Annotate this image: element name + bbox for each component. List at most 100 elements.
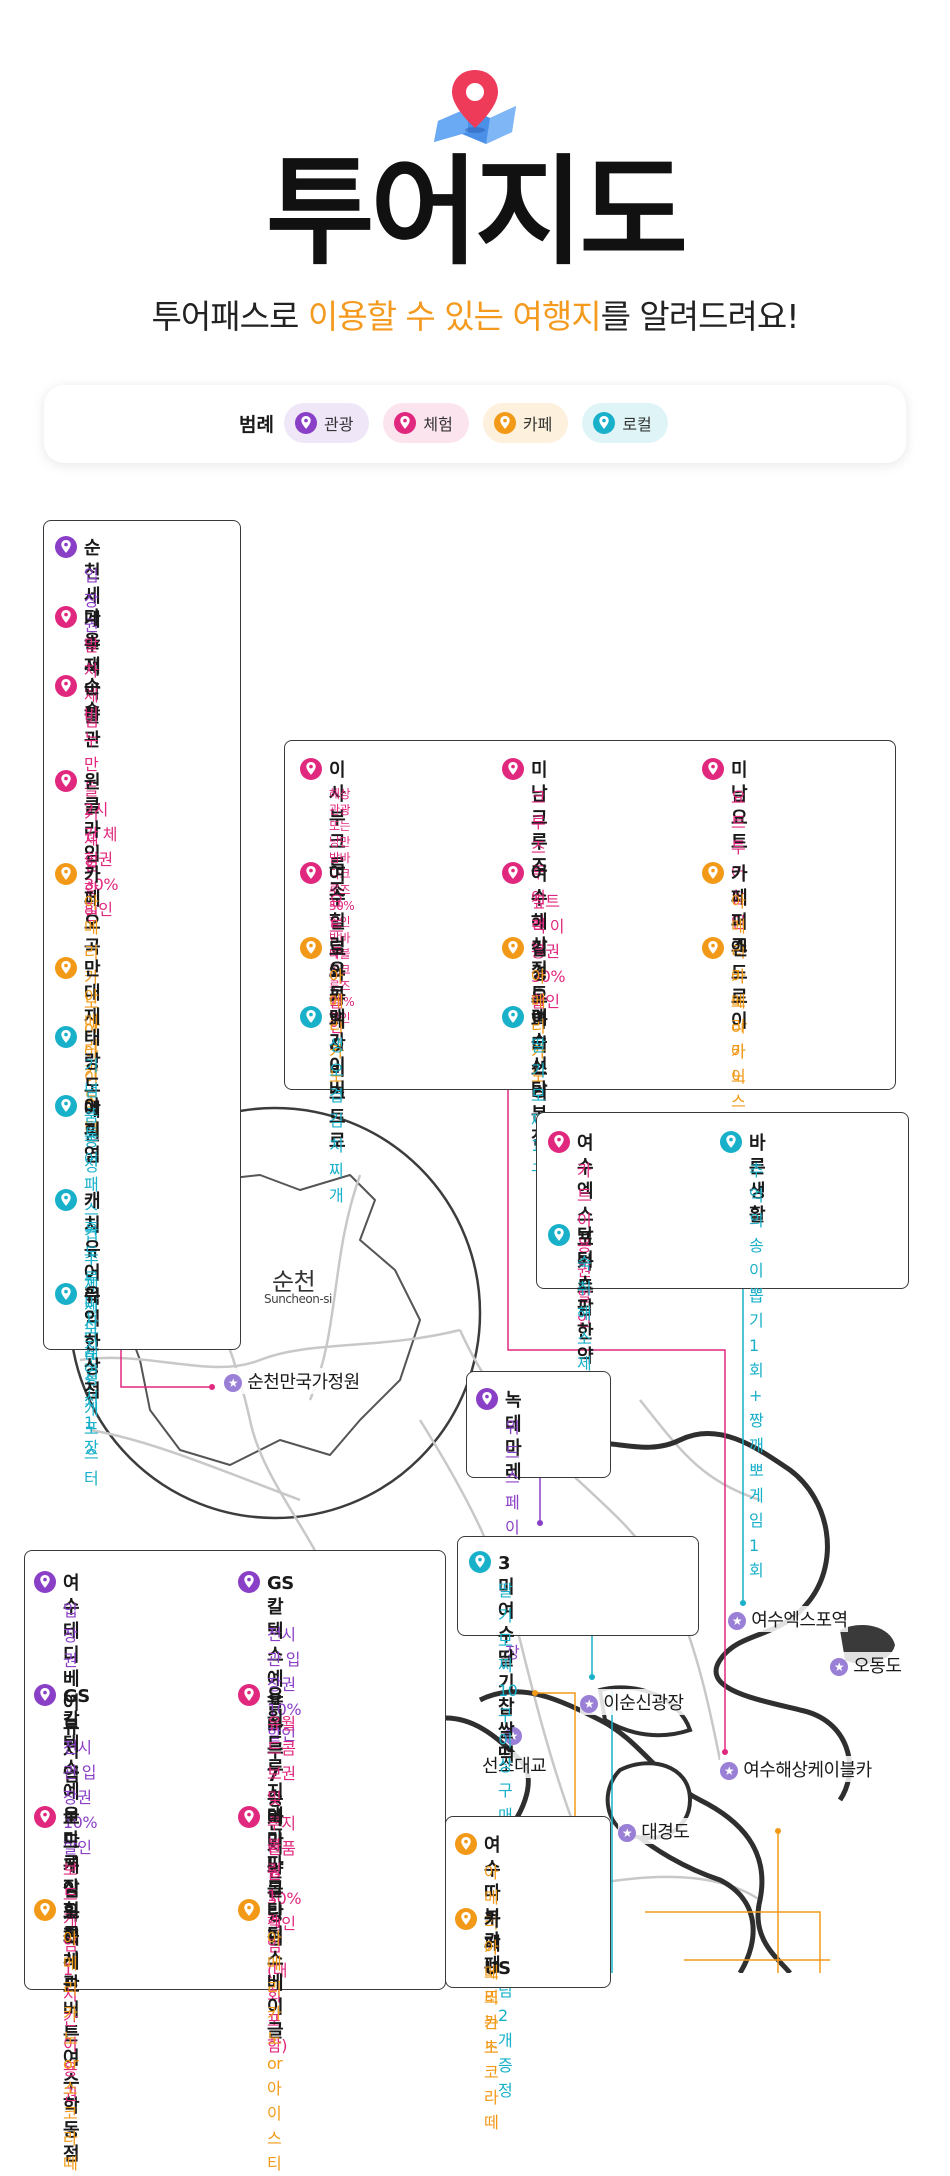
category-pin-icon: [55, 1026, 77, 1048]
place-name: 캐치유어럭: [84, 1191, 101, 1308]
category-pin-icon: [476, 1388, 498, 1410]
place-name: 여수 따부 카페: [484, 1835, 501, 1976]
place-benefit: 해상관광 또는 낭만 밤바다크루즈50% 할인 밤바다불꽃크루즈 15% 할인: [329, 787, 355, 1025]
place-name: 여수 엑스포카트: [577, 1133, 594, 1298]
place-name: GS칼텍스예울마루 7층전시관: [267, 1573, 294, 1882]
place-benefit: 흑두루미 드레싱지 포스터: [84, 1219, 99, 1488]
category-pin-icon: [702, 862, 724, 884]
category-pin-icon: [34, 1684, 56, 1706]
landmark-label: 이순신광장: [603, 1693, 684, 1714]
place-name: 순숍: [84, 677, 101, 722]
city-label-suncheon: 순천: [272, 1268, 316, 1296]
subtitle-highlight: 이용할 수 있는 여행지: [307, 297, 602, 336]
place-name: 김경오파티쓰리: [531, 939, 548, 1104]
place-name: 순천세계수석박물관: [84, 538, 101, 751]
landmark-expo-station[interactable]: ★ 여수엑스포역: [728, 1606, 848, 1632]
star-icon: ★: [224, 1374, 242, 1392]
place-name: 이사부크루즈: [329, 760, 346, 901]
place-benefit: 입장권: [84, 566, 99, 635]
category-pin-icon: [548, 1131, 570, 1153]
place-name: 카페 퍼즈: [731, 864, 748, 957]
place-benefit: 딸기모찌 1구: [531, 1036, 546, 1180]
place-benefit: 전시관 입장권 10% 할인: [267, 1625, 302, 1744]
suncheon-region-outline: [119, 1174, 421, 1466]
place-benefit: 전시관 입장권 10% 할인: [63, 1738, 98, 1857]
place-benefit: 투어패스컵 수제 젤라또 1개: [84, 1125, 99, 1419]
legend-chip-local: 로컬: [582, 403, 668, 443]
legend-chip-label: 체험: [423, 415, 453, 434]
cafe-pin-icon: [493, 412, 516, 434]
category-pin-icon: [55, 1283, 77, 1305]
place-name: 다올재: [84, 608, 101, 677]
place-benefit: 생오겹김치찌개: [329, 1036, 344, 1205]
landmark-label: 여수해상케이블카: [743, 1760, 872, 1781]
category-pin-icon: [469, 1551, 491, 1573]
legend-row: 범례 관광 체험 카페 로컬: [239, 403, 682, 443]
place-benefit: 입장권: [63, 1601, 78, 1670]
landmark-label: 선소대교: [482, 1756, 547, 1777]
local-pin-icon: [593, 412, 616, 434]
category-pin-icon: [55, 606, 77, 628]
place-benefit: 2시간 체험권 30%할인: [84, 800, 119, 919]
landmark-cable-car[interactable]: ★ 여수해상케이블카: [720, 1756, 872, 1782]
place-name: 여수 해상짚트랙: [531, 864, 548, 1029]
place-name: 앤드로이: [731, 939, 748, 1032]
category-pin-icon: [300, 1006, 322, 1028]
category-pin-icon: [238, 1684, 260, 1706]
star-icon: ★: [580, 1695, 598, 1713]
place-name: 맥가이버: [329, 1008, 346, 1101]
category-pin-icon: [55, 1189, 77, 1211]
place-name: 만대재: [84, 959, 101, 1028]
category-pin-icon: [55, 675, 77, 697]
place-name: 미남요트: [731, 760, 748, 853]
category-pin-icon: [455, 1833, 477, 1855]
category-pin-icon: [300, 758, 322, 780]
star-icon: ★: [618, 1824, 636, 1842]
place-name: 유익한 상점: [84, 1285, 101, 1402]
legend-chip-label: 카페: [522, 415, 553, 434]
subtitle-text: 투어패스로: [151, 297, 308, 336]
category-pin-icon: [55, 770, 77, 792]
place-benefit: 유월드콤보권 및 루지단품권 30% 할인: [267, 1714, 302, 1933]
place-name: 마리나볼링펍: [267, 1808, 284, 1949]
place-benefit: 짚트랙 이용권 30% 할인: [531, 892, 566, 1011]
category-pin-icon: [55, 536, 77, 558]
category-pin-icon: [300, 937, 322, 959]
place-benefit: 말차체험: [84, 636, 99, 730]
landmark-odongdo[interactable]: ★ 오동도: [830, 1652, 902, 1678]
landmark-yisunsin-square[interactable]: ★ 이순신광장: [580, 1689, 684, 1715]
place-benefit: 크루즈 투어 할인: [531, 788, 546, 957]
category-pin-icon: [502, 937, 524, 959]
star-icon: ★: [720, 1762, 738, 1780]
landmark-label: 대경도: [641, 1822, 690, 1843]
page-subtitle: 투어패스로 이용할 수 있는 여행지를 알려드려요!: [0, 290, 950, 338]
place-name: 여수 테디베어뮤지엄: [63, 1573, 80, 1786]
place-name: 힐론: [63, 1901, 80, 1946]
place-name: 닥터스팜한약국: [577, 1226, 594, 1391]
place-name: 유월드루지테마파크: [267, 1686, 284, 1899]
category-pin-icon: [238, 1899, 260, 1921]
place-benefit: 요트투어 할인: [731, 788, 746, 932]
place-name: 카페 오곡: [84, 865, 101, 958]
map-pin-icon: [434, 70, 516, 144]
place-benefit: 아메리카노: [731, 967, 746, 1086]
legend-chip-cafe: 카페: [482, 403, 569, 443]
page-title: 투어지도: [265, 143, 688, 281]
place-benefit: 아메리카노 or 아이스티: [267, 1929, 283, 2173]
category-pin-icon: [720, 1131, 742, 1153]
landmark-suncheonman-garden[interactable]: ★ 순천만국가정원: [224, 1368, 360, 1394]
landmark-label: 오동도: [853, 1656, 902, 1677]
landmark-daegyeongdo[interactable]: ★ 대경도: [618, 1818, 690, 1844]
legend-chip-label: 로컬: [622, 415, 652, 434]
category-pin-icon: [55, 957, 77, 979]
legend-chip-experience: 체험: [383, 403, 469, 443]
place-benefit: 요트투어 할인: [329, 892, 344, 1036]
category-pin-icon: [502, 758, 524, 780]
landmark-seonso-bridge[interactable]: 선소대교: [482, 1752, 547, 1778]
place-card-noktemare: 녹테마레위드스페이스 무료 입장: [466, 1371, 611, 1662]
